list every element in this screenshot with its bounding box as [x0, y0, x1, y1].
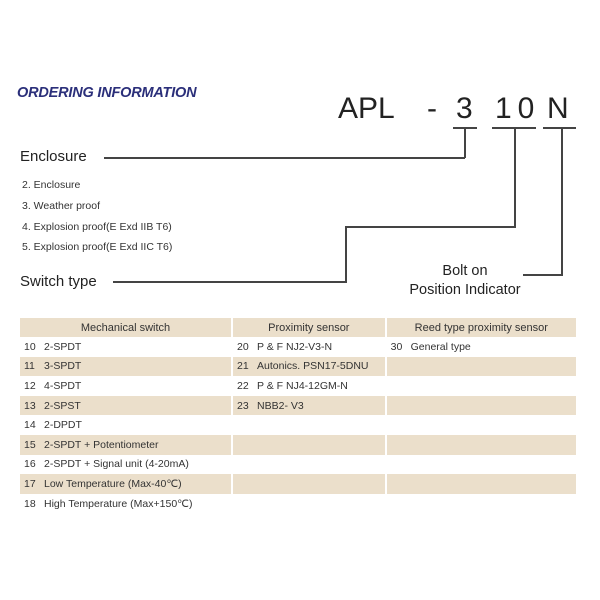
header-mechanical-switch: Mechanical switch — [20, 318, 232, 337]
header-proximity-sensor: Proximity sensor — [233, 318, 385, 337]
switch-type-label: Switch type — [20, 273, 97, 290]
connector-enclosure-horizontal — [104, 157, 465, 159]
connector-switch-vertical-1 — [514, 127, 516, 227]
model-switch-code: 10 — [495, 92, 541, 125]
enclosure-option: 5. Explosion proof(E Exd IIC T6) — [22, 241, 173, 253]
connector-switch-horizontal-1 — [345, 226, 516, 228]
indicator-line2: Position Indicator — [409, 282, 521, 298]
switch-type-table: Mechanical switch Proximity sensor Reed … — [18, 318, 578, 513]
connector-indicator-vertical — [561, 127, 563, 275]
enclosure-option: 2. Enclosure — [22, 179, 81, 191]
enclosure-option: 3. Weather proof — [22, 200, 101, 212]
underline-indicator — [543, 127, 576, 129]
connector-enclosure-vertical — [464, 127, 466, 158]
indicator-line1: Bolt on — [442, 263, 488, 279]
page-title: ORDERING INFORMATION — [17, 85, 197, 101]
model-enclosure-code: 3 — [456, 92, 473, 125]
enclosure-option: 4. Explosion proof(E Exd IIB T6) — [22, 221, 172, 233]
enclosure-label: Enclosure — [20, 148, 87, 165]
connector-indicator-horizontal — [523, 274, 563, 276]
header-reed-sensor: Reed type proximity sensor — [386, 318, 576, 337]
indicator-label: Bolt on Position Indicator — [395, 262, 535, 300]
model-prefix: APL — [338, 92, 395, 125]
model-dash: - — [427, 92, 437, 125]
connector-switch-vertical-2 — [345, 226, 347, 282]
connector-switch-horizontal-2 — [113, 281, 347, 283]
model-indicator-code: N — [547, 92, 569, 125]
